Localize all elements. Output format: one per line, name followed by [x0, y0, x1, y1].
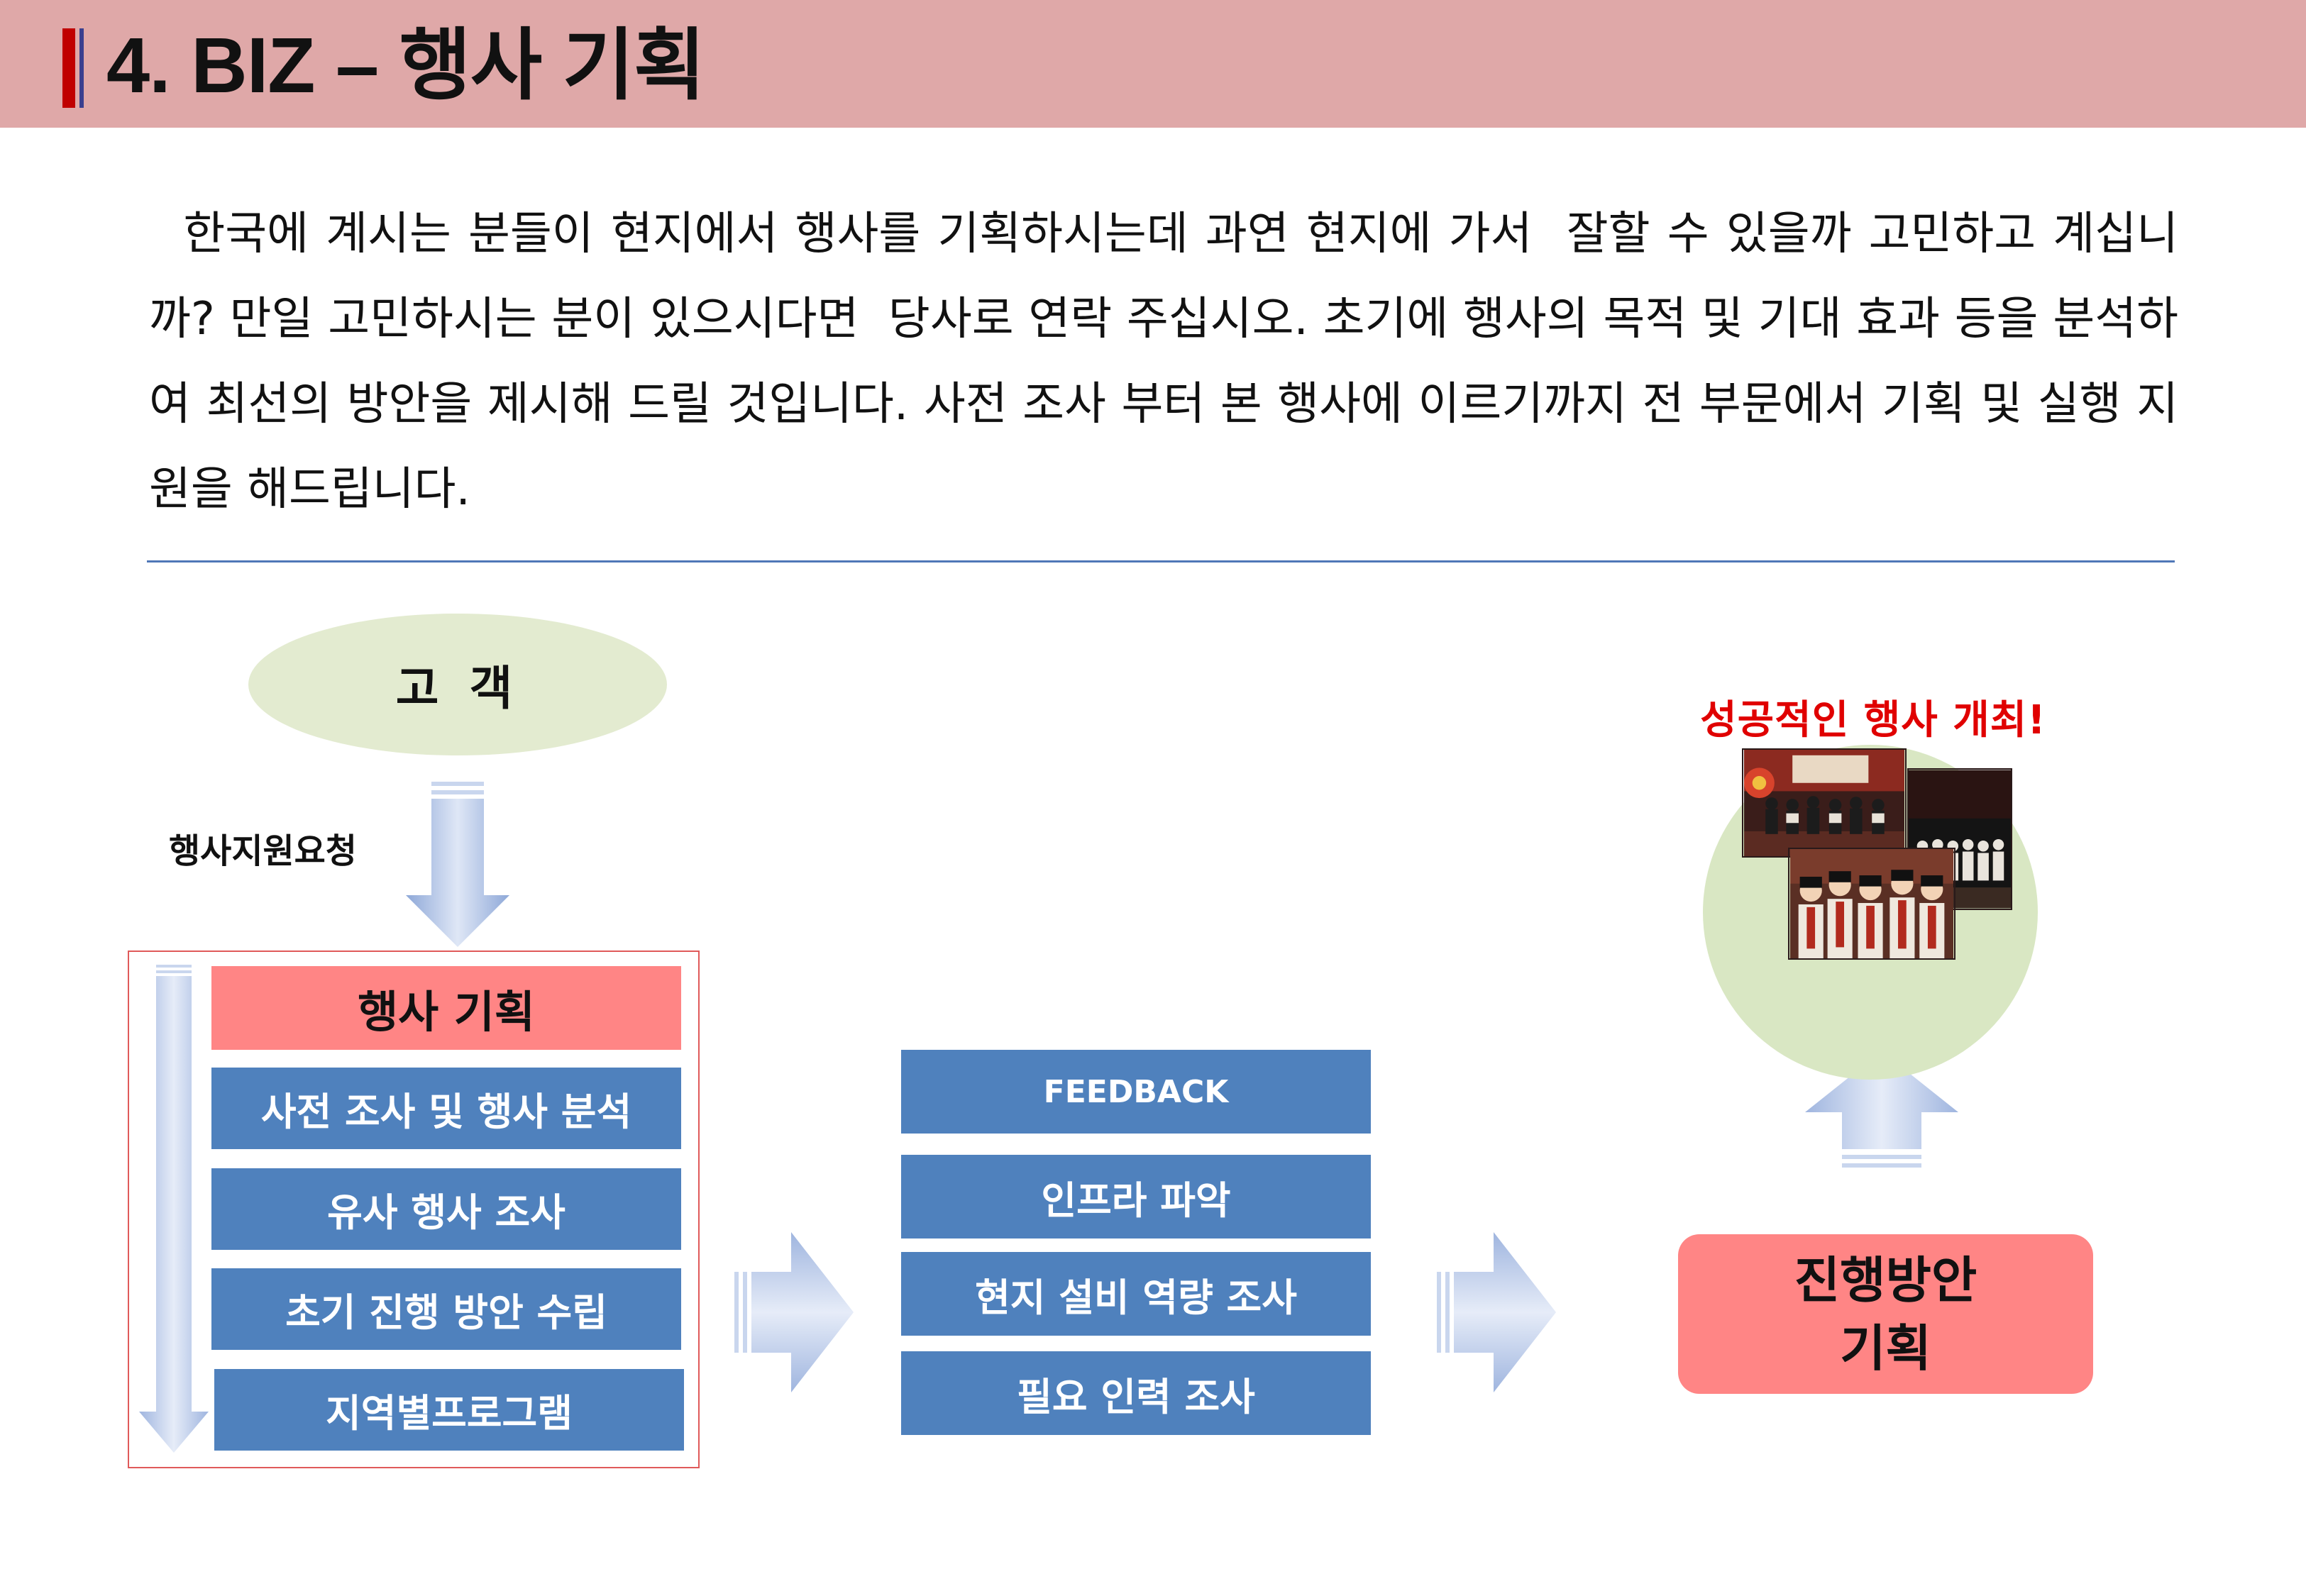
event-photo-children [1788, 848, 1955, 960]
header-accent-red [62, 28, 75, 108]
research-item-infra: 인프라 파악 [901, 1155, 1371, 1238]
event-photo-stage [1742, 748, 1907, 858]
result-line-1: 진행방안 [1794, 1251, 1977, 1309]
planning-header: 행사 기획 [211, 966, 681, 1050]
down-arrow-icon [406, 782, 509, 947]
research-feedback: FEEDBACK [901, 1050, 1371, 1134]
success-title: 성공적인 행사 개최! [1700, 697, 2046, 743]
planning-step-1: 사전 조사 및 행사 분석 [211, 1068, 681, 1149]
header-accent-blue [79, 28, 84, 108]
page-title: 4. BIZ – 행사 기획 [106, 22, 705, 109]
research-item-staffing: 필요 인력 조사 [901, 1351, 1371, 1435]
right-arrow-icon [1437, 1232, 1556, 1392]
right-arrow-icon [734, 1232, 854, 1392]
result-box: 진행방안 기획 [1678, 1234, 2093, 1394]
side-down-arrow-icon [139, 965, 209, 1453]
intro-paragraph: 한국에 계시는 분들이 현지에서 행사를 기획하시는데 과연 현지에 가서 잘할… [149, 208, 2178, 516]
planning-step-2: 유사 행사 조사 [211, 1168, 681, 1250]
result-line-2: 기획 [1840, 1319, 1931, 1378]
planning-step-3: 초기 진행 방안 수립 [211, 1268, 681, 1350]
planning-step-4: 지역별프로그램 [214, 1369, 684, 1451]
planning-frame [128, 951, 700, 1468]
research-item-facilities: 현지 설비 역량 조사 [901, 1252, 1371, 1336]
request-label: 행사지원요청 [169, 831, 357, 871]
customer-ellipse: 고 객 [248, 614, 667, 755]
up-arrow-icon [1805, 1051, 1958, 1168]
divider [147, 560, 2175, 563]
header-bar [0, 0, 2306, 128]
